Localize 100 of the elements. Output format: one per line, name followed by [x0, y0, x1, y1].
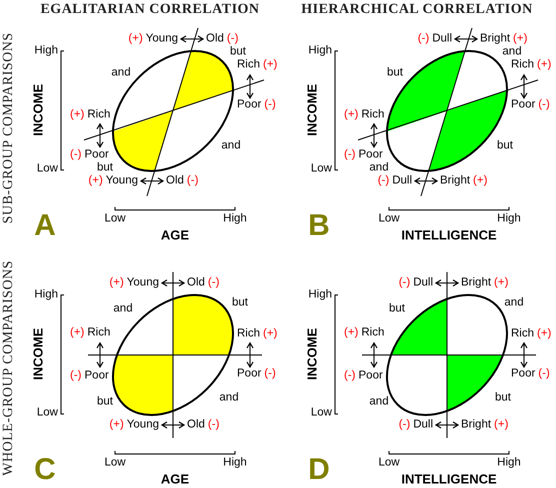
conjunction-label: and [221, 140, 241, 152]
sign-label: (+) [70, 327, 84, 339]
category-label: Bright [440, 175, 470, 187]
axis-label: AGE [160, 472, 190, 486]
category-label: Dull [432, 33, 452, 45]
tick-label: Low [310, 163, 332, 175]
category-label: Old [187, 277, 205, 289]
tick-label: Low [378, 213, 400, 225]
category-label: Young [126, 419, 159, 431]
sign-label: (-) [70, 370, 82, 382]
category-label: Bright [461, 419, 492, 431]
category-label: Rich [361, 327, 384, 339]
sign-label: (+) [344, 109, 358, 121]
sign-label: (-) [226, 33, 238, 45]
conjunction-label: and [369, 396, 389, 408]
sign-label: (+) [88, 175, 103, 187]
sign-label: (-) [208, 277, 220, 289]
conjunction-label: but [497, 140, 513, 152]
category-label: Young [146, 33, 178, 45]
conjunction-label: and [502, 46, 522, 58]
sign-label: (-) [264, 99, 276, 111]
category-label: Young [106, 175, 138, 187]
tick-label: High [34, 289, 58, 301]
tick-label: High [497, 213, 521, 225]
panel-letter: D [308, 455, 330, 485]
category-label: Young [126, 277, 159, 289]
conjunction-label: but [97, 396, 113, 408]
tick-label: Low [36, 163, 58, 175]
sign-label: (-) [186, 175, 198, 187]
sign-label: (+) [344, 327, 358, 339]
sign-label: (-) [264, 368, 276, 380]
category-label: Old [166, 175, 184, 187]
conjunction-label: but [97, 162, 113, 174]
sign-label: (-) [208, 419, 220, 431]
conjunction-label: but [389, 303, 405, 315]
category-label: Poor [84, 370, 109, 382]
category-label: Poor [237, 368, 262, 380]
conjunction-label: and [219, 392, 239, 404]
sign-label: (-) [70, 149, 82, 161]
sign-label: (-) [344, 370, 356, 382]
sign-label: (+) [537, 328, 552, 340]
panel-letter: A [34, 211, 56, 241]
category-label: Poor [358, 370, 383, 382]
category-label: Rich [87, 109, 110, 121]
sign-label: (+) [128, 33, 143, 45]
tick-label: Low [104, 213, 126, 225]
tick-label: High [308, 289, 332, 301]
category-label: Poor [84, 149, 109, 161]
axis-label: INTELLIGENCE [401, 228, 497, 242]
sign-label: (+) [109, 419, 124, 431]
axis-label: AGE [160, 228, 190, 242]
sign-label: (-) [378, 175, 390, 187]
sign-label: (+) [70, 109, 84, 121]
sign-label: (+) [263, 59, 278, 71]
category-label: Dull [392, 175, 412, 187]
axis-label: INCOME [32, 84, 44, 136]
sign-label: (+) [494, 277, 508, 289]
category-label: Rich [511, 59, 534, 71]
sign-label: (-) [538, 99, 550, 111]
row-heading: WHOLE-GROUP COMPARISONS [2, 260, 16, 476]
tick-label: Low [310, 407, 332, 419]
tick-label: High [223, 457, 247, 469]
sign-label: (+) [513, 33, 528, 45]
axis-label: INCOME [32, 328, 44, 380]
tick-label: High [223, 213, 247, 225]
tick-label: High [308, 45, 332, 57]
axis-label: INCOME [306, 328, 318, 380]
category-label: Rich [87, 327, 110, 339]
category-label: Bright [461, 277, 492, 289]
panel-letter: C [34, 455, 56, 485]
category-label: Poor [358, 149, 383, 161]
category-label: Poor [511, 99, 536, 111]
category-label: Old [187, 419, 205, 431]
sign-label: (-) [538, 368, 550, 380]
sign-label: (+) [494, 419, 508, 431]
category-label: Bright [480, 33, 510, 45]
category-label: Poor [237, 99, 262, 111]
sign-label: (-) [418, 33, 430, 45]
category-label: Rich [237, 59, 260, 71]
row-heading: SUB-GROUP COMPARISONS [2, 32, 16, 224]
category-label: Poor [511, 368, 536, 380]
category-label: Rich [237, 328, 260, 340]
category-label: Rich [361, 109, 384, 121]
conjunction-label: and [504, 297, 524, 309]
sign-label: (+) [537, 59, 552, 71]
tick-label: Low [104, 457, 126, 469]
sign-label: (-) [398, 419, 410, 431]
tick-label: High [34, 45, 58, 57]
sign-label: (+) [109, 277, 124, 289]
sign-label: (-) [398, 277, 410, 289]
conjunction-label: and [111, 67, 131, 79]
sign-label: (-) [344, 149, 356, 161]
category-label: Dull [413, 277, 433, 289]
tick-label: Low [378, 457, 400, 469]
category-label: Rich [511, 328, 534, 340]
conjunction-label: but [387, 67, 403, 79]
column-heading: EGALITARIAN CORRELATION [40, 3, 260, 17]
panel-letter: B [308, 211, 330, 241]
conjunction-label: but [232, 297, 248, 309]
sign-label: (+) [473, 175, 488, 187]
